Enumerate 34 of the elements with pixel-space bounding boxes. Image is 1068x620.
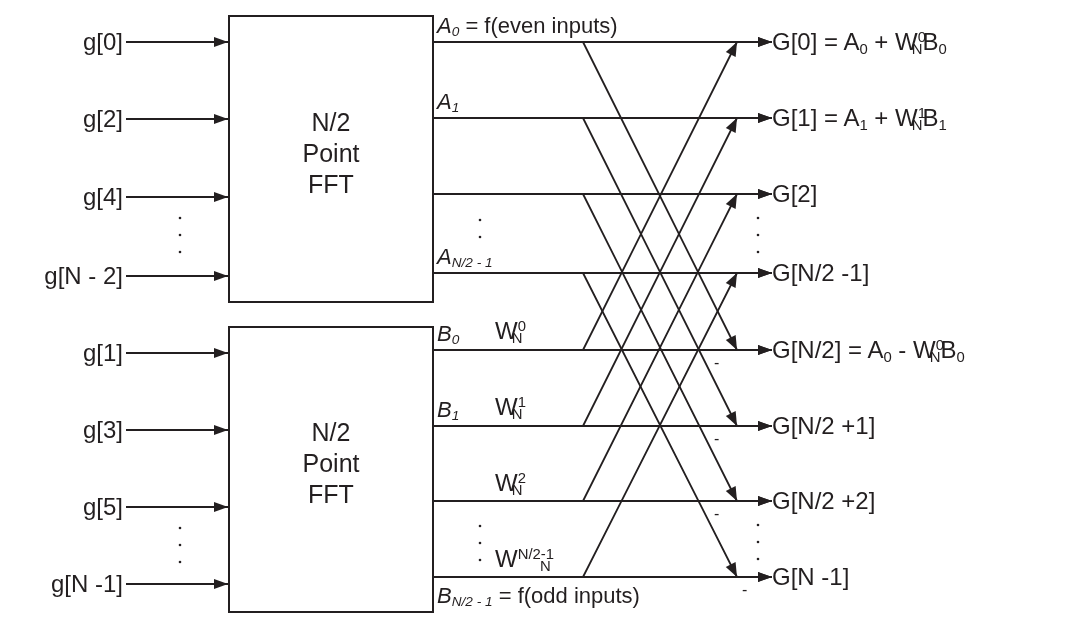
output-bin-label: G[N/2 -1] [772, 258, 1062, 288]
minus-sign: - [742, 583, 748, 597]
edge-label: A$_{0}$ = f(even inputs) [435, 14, 620, 38]
output-bin-label: G[N -1] [772, 562, 1062, 592]
minus-sign: - [714, 507, 720, 521]
input-sample-label: g[5] [5, 493, 123, 521]
arrow [125, 579, 229, 589]
block-label: N/2 Point FFT [301, 106, 361, 200]
arrow [125, 192, 229, 202]
input-sample-label: g[2] [5, 105, 123, 133]
input-sample-label: g[3] [5, 416, 123, 444]
input-sample-label: g[N - 2] [5, 262, 123, 290]
fft-block [228, 326, 434, 613]
fft-block [228, 15, 434, 303]
arrow [125, 271, 229, 281]
arrow [125, 502, 229, 512]
edge-label: B$_{N/2 - 1}$ = f(odd inputs) [435, 584, 642, 608]
output-bin-label: G[N/2] = A$_{0}$ - W$^{0}$$_{N}$B$_{0}$ [772, 335, 1062, 365]
arrow [125, 37, 229, 47]
input-sample-label: g[4] [5, 183, 123, 211]
output-bin-label: G[N/2 +1] [772, 411, 1062, 441]
arrow [125, 425, 229, 435]
arrow [125, 114, 229, 124]
output-bin-label: G[N/2 +2] [772, 486, 1062, 516]
output-bin-label: G[0] = A$_{0}$ + W$^{0}$$_{N}$B$_{0}$ [772, 27, 1062, 57]
minus-sign: - [714, 432, 720, 446]
output-bin-label: G[2] [772, 179, 1062, 209]
arrow [125, 348, 229, 358]
input-sample-label: g[0] [5, 28, 123, 56]
input-sample-label: g[1] [5, 339, 123, 367]
input-sample-label: g[N -1] [5, 570, 123, 598]
minus-sign: - [714, 356, 720, 370]
output-bin-label: G[1] = A$_{1}$ + W$^{1}$$_{N}$B$_{1}$ [772, 103, 1062, 133]
block-label: N/2 Point FFT [301, 417, 361, 510]
